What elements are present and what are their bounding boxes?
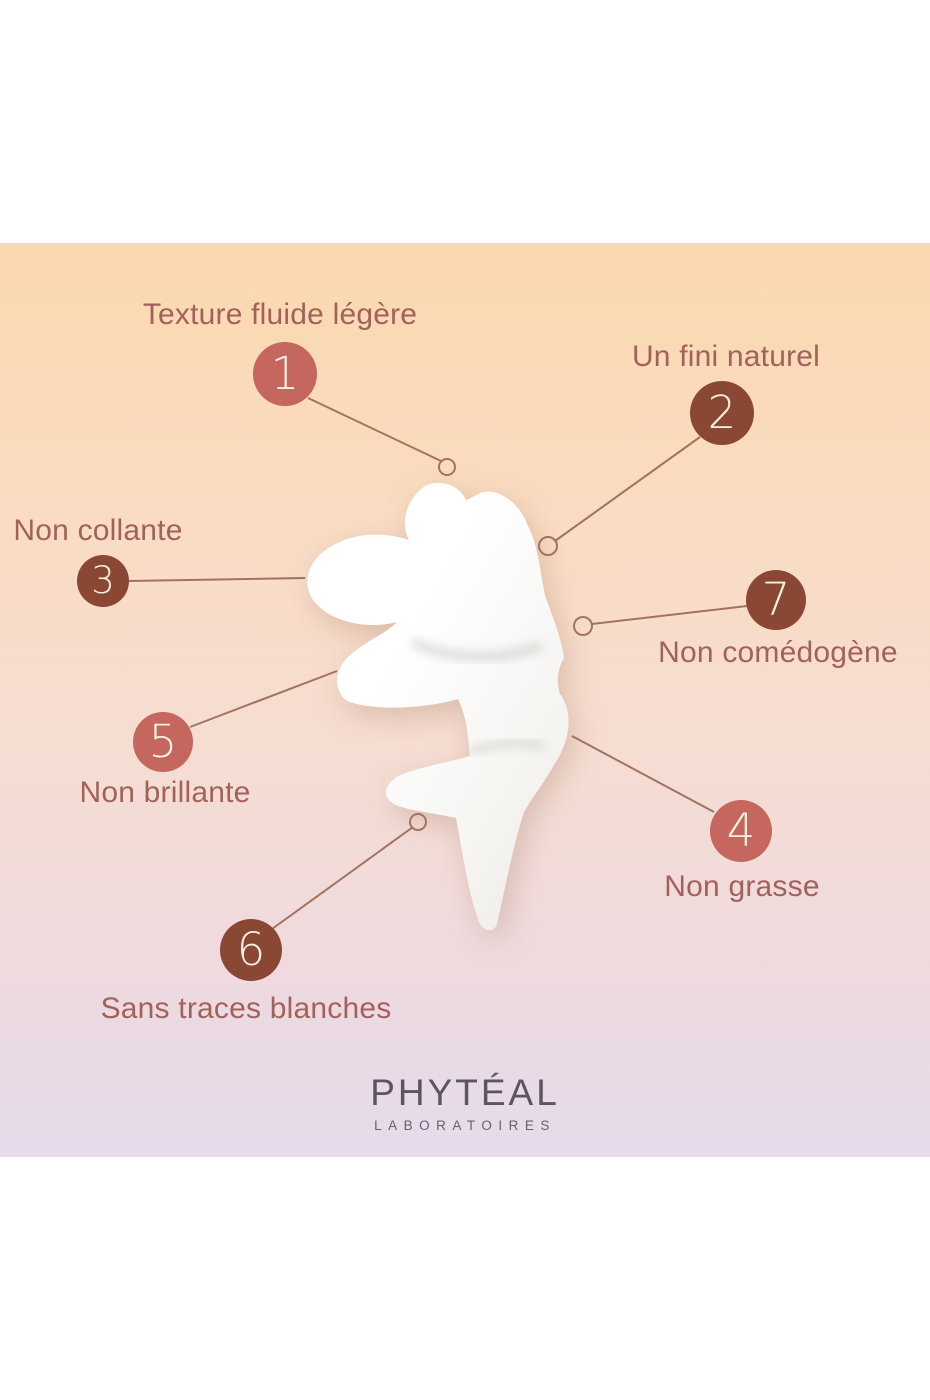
cream-swatch	[307, 482, 569, 931]
callout-label-5: Non brillante	[79, 776, 251, 809]
callout-badge-3: 3	[77, 555, 129, 607]
callout-endpoint-ring-2	[538, 536, 558, 556]
callout-label-7: Non comédogène	[658, 636, 898, 669]
callout-number-6: 6	[236, 922, 266, 976]
callout-label-1: Texture fluide légère	[142, 298, 418, 331]
cream-crease-top	[410, 638, 544, 661]
callout-badge-7: 7	[746, 570, 806, 630]
callout-number-1: 1	[270, 346, 300, 400]
brand-name: PHYTÉAL	[370, 1072, 560, 1113]
callout-number-2: 2	[707, 385, 737, 439]
callout-number-5: 5	[148, 714, 178, 768]
callout-badge-6: 6	[220, 919, 282, 981]
callout-line-6	[271, 826, 414, 930]
callout-label-6: Sans traces blanches	[100, 992, 392, 1025]
brand-subtitle: LABORATOIRES	[374, 1117, 556, 1133]
callout-line-4	[571, 735, 715, 813]
callout-endpoint-ring-6	[409, 813, 427, 831]
callout-number-7: 7	[761, 572, 791, 626]
callout-badge-4: 4	[710, 800, 772, 862]
callout-line-1	[307, 397, 442, 462]
callout-line-5	[189, 670, 338, 728]
cream-crease-bottom	[468, 739, 545, 756]
callout-label-3: Non collante	[13, 514, 183, 547]
callout-endpoint-ring-7	[573, 616, 593, 636]
callout-line-3	[128, 577, 306, 582]
callout-badge-2: 2	[690, 381, 754, 445]
callout-badge-5: 5	[133, 712, 193, 772]
callout-badge-1: 1	[253, 342, 317, 406]
callout-label-2: Un fini naturel	[631, 340, 821, 373]
callout-label-4: Non grasse	[664, 870, 820, 903]
callout-line-7	[591, 605, 748, 625]
callout-endpoint-ring-1	[438, 458, 456, 476]
brand-logo: PHYTÉAL LABORATOIRES	[370, 1072, 560, 1133]
callout-number-3: 3	[91, 558, 115, 602]
callout-number-4: 4	[726, 803, 756, 857]
callout-line-2	[554, 436, 701, 542]
